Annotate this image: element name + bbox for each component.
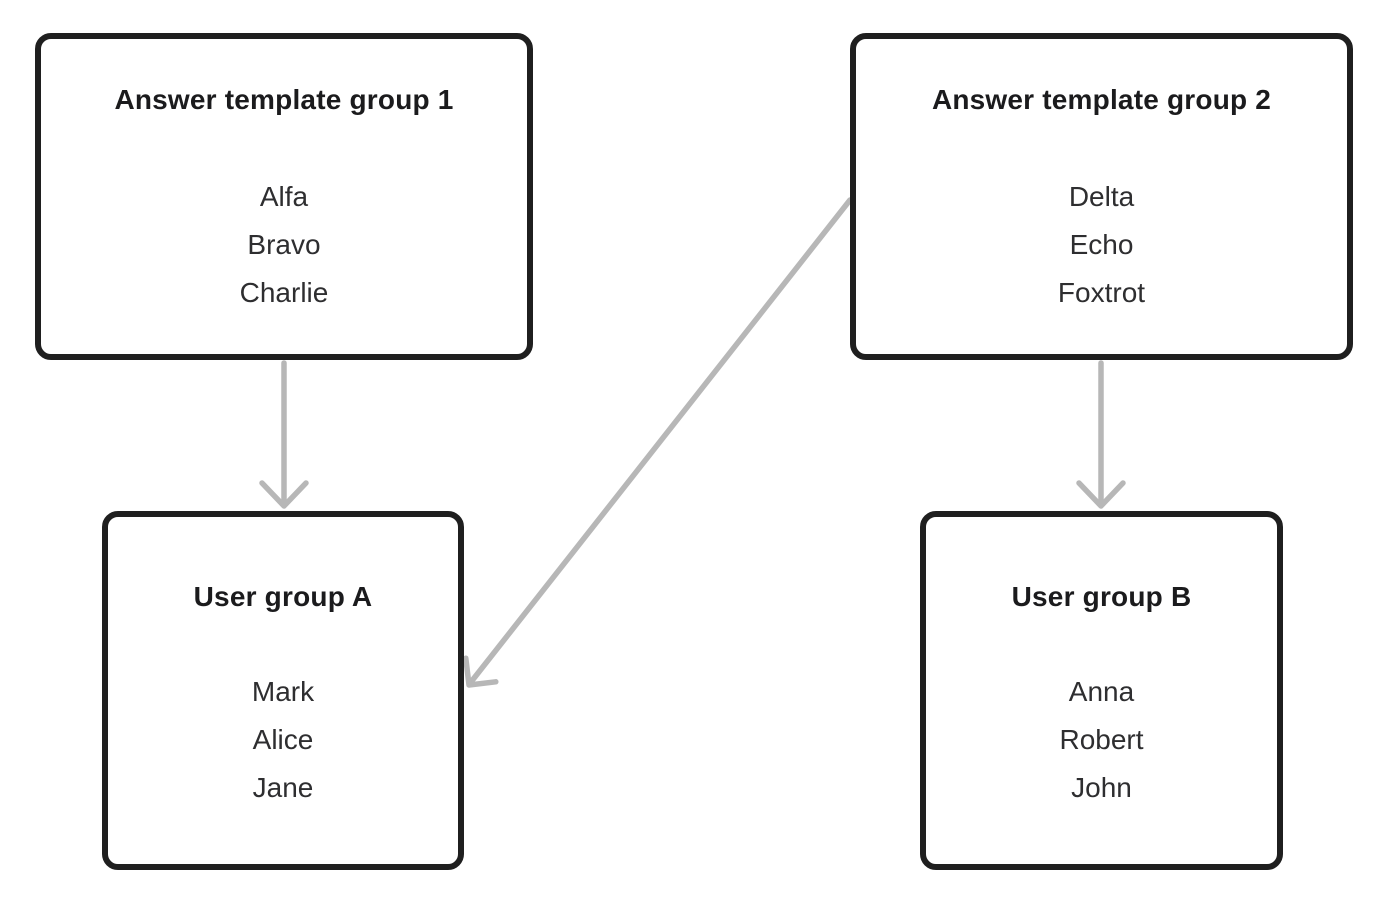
node-title: Answer template group 2 [931,84,1272,115]
arrow-group2-to-usergroupB-head [1076,480,1126,509]
node-title: Answer template group 1 [114,84,454,115]
node-user-group-b: User group B Anna Robert John [920,511,1283,870]
member-item: Bravo [247,229,321,260]
node-title: User group A [193,581,373,612]
node-title: User group B [1011,581,1192,612]
node-user-group-a: User group A Mark Alice Jane [102,511,464,870]
arrow-group2-to-usergroupA-head [463,655,499,688]
member-item: Foxtrot [1057,277,1146,308]
member-item: Robert [1059,724,1144,755]
node-answer-template-group-1: Answer template group 1 Alfa Bravo Charl… [35,33,533,360]
node-member-list: Mark Alice Jane [108,668,458,812]
member-item: Mark [251,676,315,707]
member-item: Delta [1068,181,1135,212]
member-item: Jane [252,772,314,803]
member-item: Anna [1068,676,1135,707]
node-member-list: Delta Echo Foxtrot [856,173,1347,317]
node-member-list: Alfa Bravo Charlie [41,173,527,317]
member-item: Alice [252,724,314,755]
member-item: Charlie [239,277,329,308]
arrow-group1-to-usergroupA-head [259,480,309,509]
member-item: John [1071,772,1132,803]
member-item: Echo [1069,229,1134,260]
member-item: Alfa [259,181,309,212]
node-member-list: Anna Robert John [926,668,1277,812]
node-answer-template-group-2: Answer template group 2 Delta Echo Foxtr… [850,33,1353,360]
